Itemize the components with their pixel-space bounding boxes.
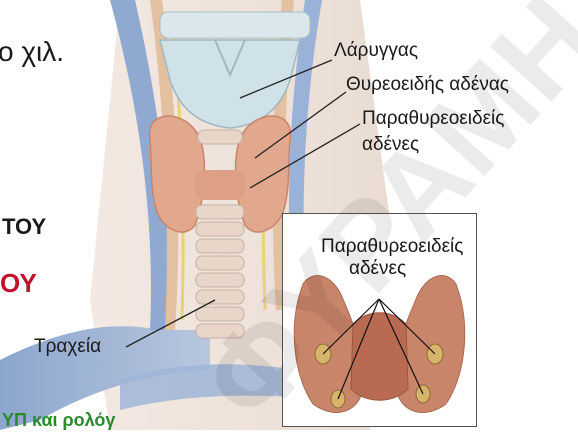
label-trachea: Τραχεία [34,336,101,358]
side-text-red: ΟΥ [0,268,37,299]
side-text-top: ο χιλ. [0,36,64,68]
hyoid-bone [160,12,310,38]
label-larynx: Λάρυγγας [334,40,418,62]
diagram-stage: ο χιλ. ΤΟΥ ΟΥ ΥΠ και ρολόγ Λάρυγγας Θυρε… [0,0,578,430]
side-text-bottom: ΥΠ και ρολόγ [2,410,115,431]
thyroid-isthmus [195,170,245,200]
side-text-mid: ΤΟΥ [2,214,46,240]
